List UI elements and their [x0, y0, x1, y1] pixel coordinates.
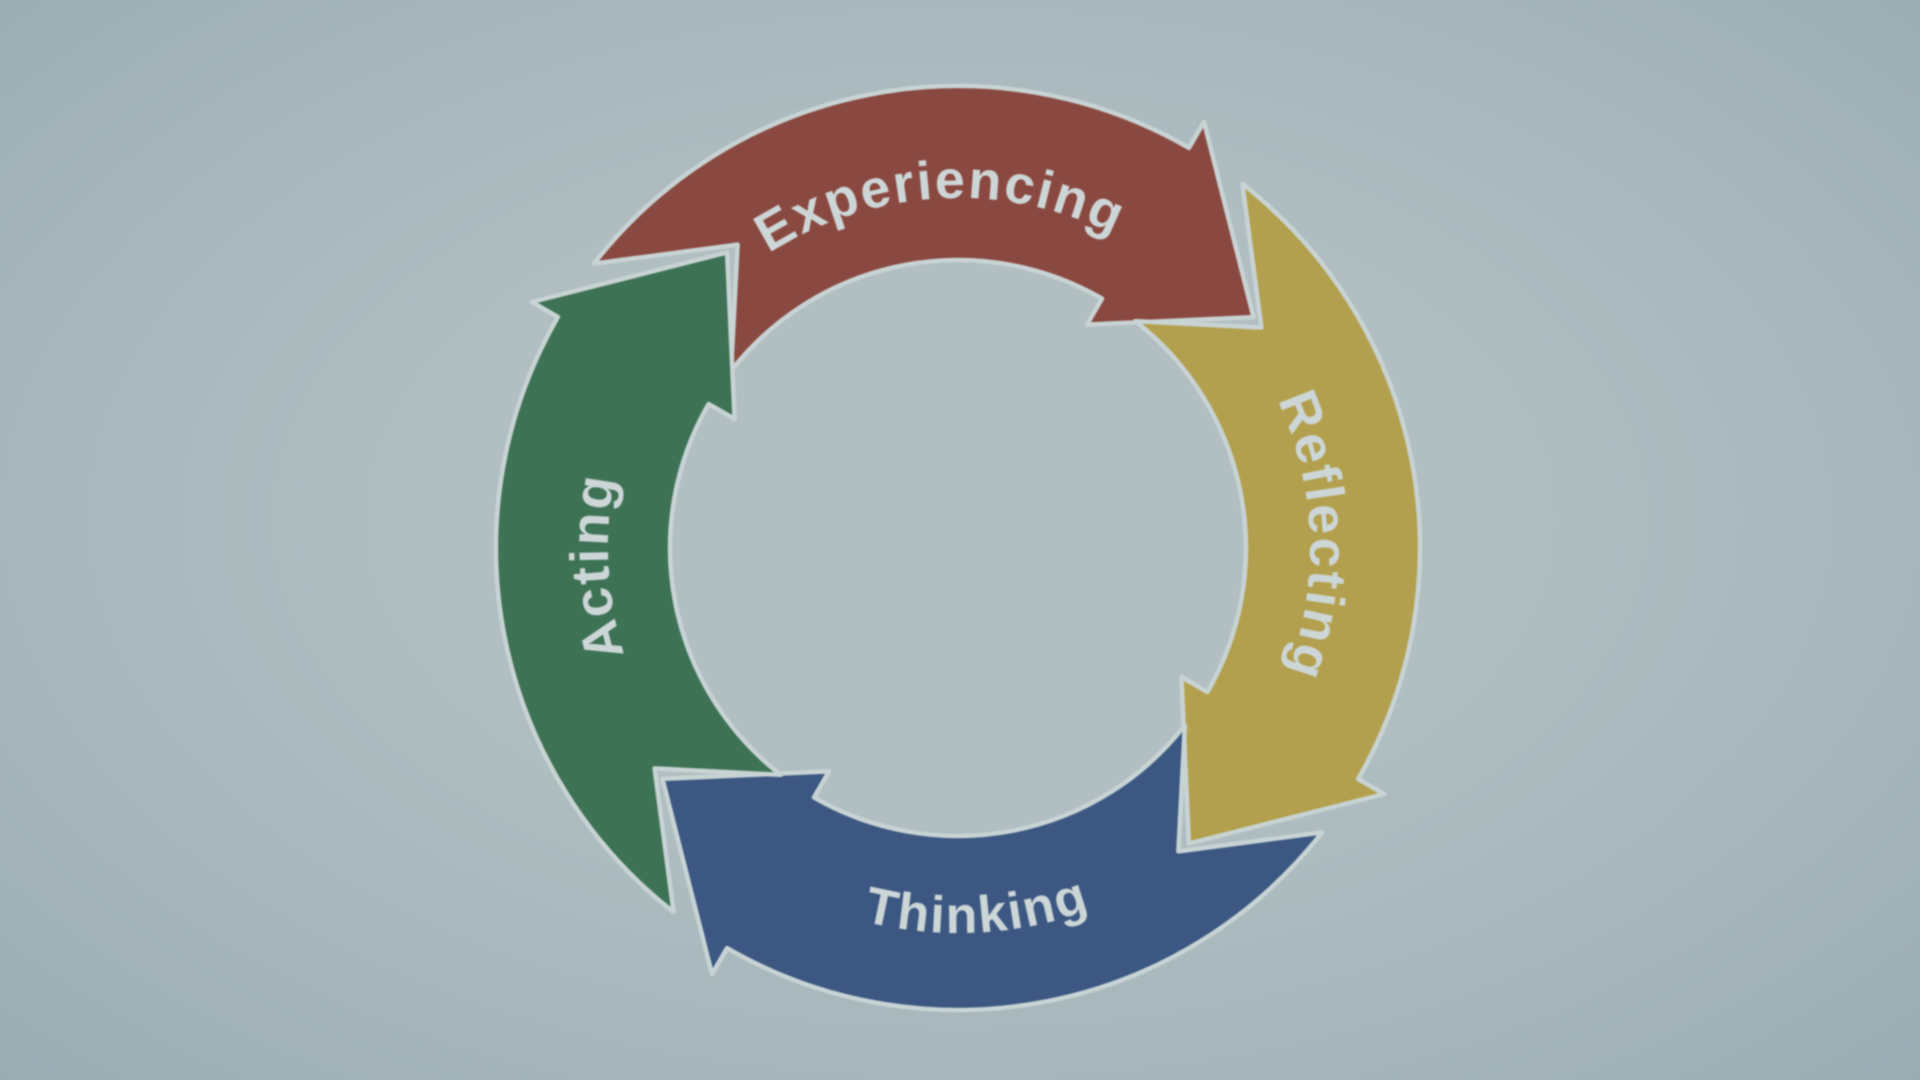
arrow-reflecting [1133, 181, 1423, 846]
arrow-thinking [660, 723, 1325, 1013]
arrow-experiencing [591, 83, 1256, 373]
arrow-acting [493, 250, 783, 915]
